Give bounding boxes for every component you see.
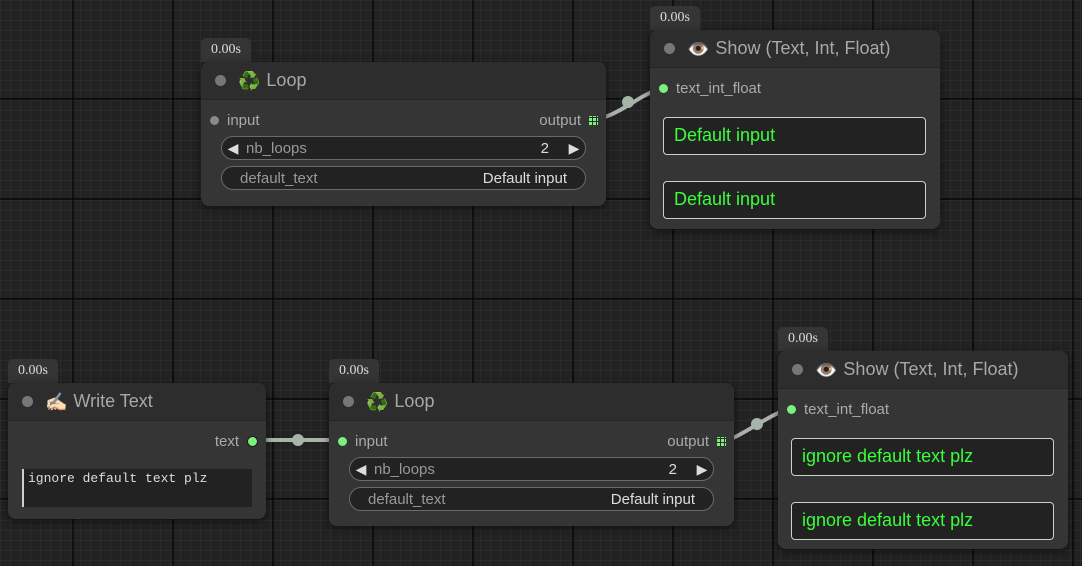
output-slot[interactable]: output <box>667 433 726 450</box>
default-text-field[interactable]: default_text Default input <box>349 487 714 511</box>
collapse-toggle[interactable] <box>215 75 226 86</box>
node-title: Loop <box>394 391 435 411</box>
node-title: Write Text <box>73 391 153 411</box>
input-slot[interactable]: text_int_float <box>659 80 761 97</box>
loop-node-bottom[interactable]: ♻️ Loop input output ◀ nb_loops 2 ▶ defa… <box>329 383 734 526</box>
output-slot-label: output <box>667 433 709 450</box>
collapse-toggle[interactable] <box>792 364 803 375</box>
default-text-value: Default input <box>482 169 567 187</box>
default-text-field[interactable]: default_text Default input <box>221 166 586 190</box>
slot-row: input output <box>329 427 734 453</box>
input-slot[interactable]: input <box>210 112 260 129</box>
output-display[interactable]: ignore default text plz <box>791 438 1054 476</box>
list-output-grid-icon[interactable] <box>589 116 598 125</box>
loop-node-top[interactable]: ♻️ Loop input output ◀ nb_loops 2 ▶ defa… <box>201 62 606 206</box>
node-header[interactable]: ✍🏻 Write Text <box>8 383 266 421</box>
input-slot[interactable]: input <box>338 433 388 450</box>
output-slot[interactable]: output <box>539 112 598 129</box>
output-slot-label: output <box>539 112 581 129</box>
output-slot-dot[interactable] <box>247 436 258 447</box>
show-node-top[interactable]: 👁️ Show (Text, Int, Float) text_int_floa… <box>650 30 940 229</box>
slot-row: input output <box>201 106 606 132</box>
input-slot-label: text_int_float <box>804 401 890 418</box>
output-display[interactable]: ignore default text plz <box>791 502 1054 540</box>
execution-time-badge: 0.00s <box>201 38 251 62</box>
output-slot-label: text <box>214 433 239 450</box>
write-text-node[interactable]: ✍🏻 Write Text text ignore default text p… <box>8 383 266 519</box>
default-text-value: Default input <box>610 490 695 508</box>
collapse-toggle[interactable] <box>343 396 354 407</box>
slot-row: text <box>8 427 266 453</box>
input-slot[interactable]: text_int_float <box>787 401 889 418</box>
node-header[interactable]: 👁️ Show (Text, Int, Float) <box>778 351 1068 389</box>
node-title: Loop <box>266 70 307 90</box>
execution-time-badge: 0.00s <box>329 359 379 383</box>
increment-arrow-icon[interactable]: ▶ <box>568 139 580 156</box>
nb-loops-stepper[interactable]: ◀ nb_loops 2 ▶ <box>349 457 714 481</box>
text-input[interactable]: ignore default text plz <box>22 469 252 507</box>
node-header[interactable]: ♻️ Loop <box>329 383 734 421</box>
input-slot-dot[interactable] <box>338 437 347 446</box>
input-slot-dot[interactable] <box>787 405 796 414</box>
node-header[interactable]: 👁️ Show (Text, Int, Float) <box>650 30 940 68</box>
recycle-icon: ♻️ <box>238 70 261 91</box>
nb-loops-label: nb_loops <box>246 139 307 157</box>
link-center-top[interactable] <box>622 96 634 108</box>
eye-icon: 👁️ <box>815 359 838 380</box>
default-text-label: default_text <box>368 490 446 508</box>
collapse-toggle[interactable] <box>22 396 33 407</box>
node-header[interactable]: ♻️ Loop <box>201 62 606 100</box>
input-slot-label: input <box>355 433 388 450</box>
execution-time-badge: 0.00s <box>650 6 700 30</box>
nb-loops-value: 2 <box>668 460 677 478</box>
eye-icon: 👁️ <box>687 38 710 59</box>
nb-loops-stepper[interactable]: ◀ nb_loops 2 ▶ <box>221 136 586 160</box>
collapse-toggle[interactable] <box>664 43 675 54</box>
decrement-arrow-icon[interactable]: ◀ <box>227 139 239 156</box>
slot-row: text_int_float <box>778 395 1068 421</box>
execution-time-badge: 0.00s <box>778 327 828 351</box>
output-display[interactable]: Default input <box>663 181 926 219</box>
input-slot-label: text_int_float <box>676 80 762 97</box>
node-title: Show (Text, Int, Float) <box>715 38 891 58</box>
execution-time-badge: 0.00s <box>8 359 58 383</box>
default-text-label: default_text <box>240 169 318 187</box>
writing-hand-icon: ✍🏻 <box>45 391 68 412</box>
link-center-middle[interactable] <box>292 434 304 446</box>
list-output-grid-icon[interactable] <box>717 437 726 446</box>
node-title: Show (Text, Int, Float) <box>843 359 1019 379</box>
input-slot-dot[interactable] <box>659 84 668 93</box>
decrement-arrow-icon[interactable]: ◀ <box>355 460 367 477</box>
increment-arrow-icon[interactable]: ▶ <box>696 460 708 477</box>
input-slot-dot[interactable] <box>210 116 219 125</box>
output-display[interactable]: Default input <box>663 117 926 155</box>
nb-loops-label: nb_loops <box>374 460 435 478</box>
link-center-bottom[interactable] <box>751 418 763 430</box>
show-node-bottom[interactable]: 👁️ Show (Text, Int, Float) text_int_floa… <box>778 351 1068 549</box>
recycle-icon: ♻️ <box>366 391 389 412</box>
nb-loops-value: 2 <box>540 139 549 157</box>
input-slot-label: input <box>227 112 260 129</box>
output-slot[interactable]: text <box>215 433 258 450</box>
slot-row: text_int_float <box>650 74 940 100</box>
